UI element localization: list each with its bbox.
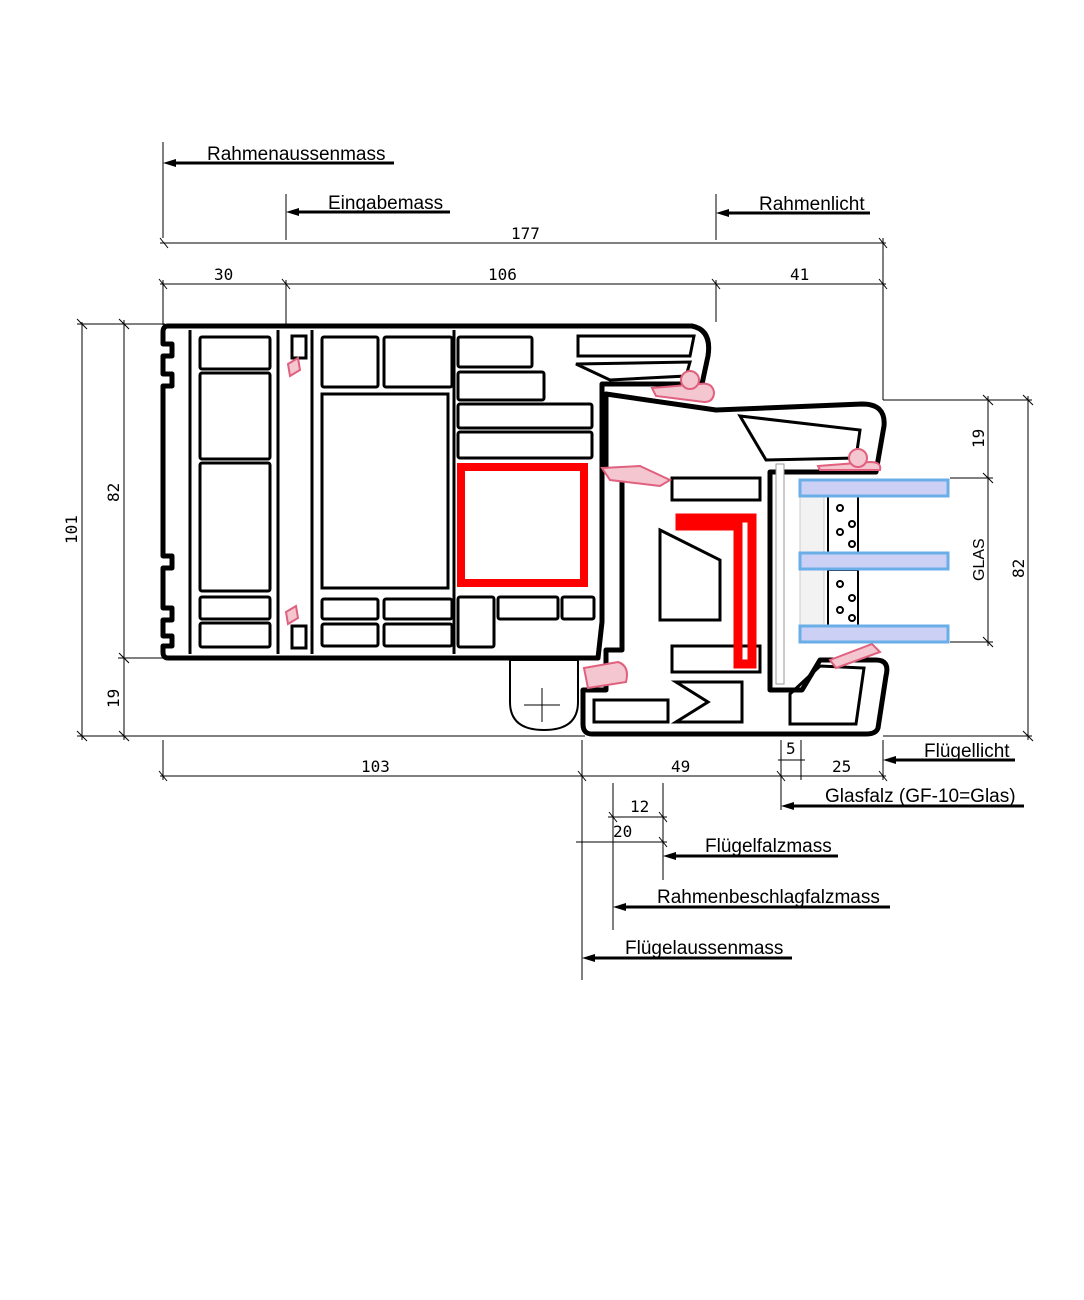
- frame-reinforcement: [457, 463, 588, 587]
- glass-unit: [775, 463, 950, 685]
- dim-177: 177: [511, 224, 540, 243]
- dim-right-verticals: 82 19 GLAS: [883, 394, 1034, 742]
- dim-total-width: 177: [159, 224, 888, 400]
- dim-left-verticals: 101 82 19: [62, 318, 585, 742]
- glass-pane-top: [798, 478, 950, 498]
- glass-pane-bottom: [798, 624, 950, 644]
- dim-82-left: 82: [104, 483, 123, 502]
- dim-49: 49: [671, 757, 690, 776]
- hardware-knob: [509, 659, 579, 732]
- fluegellicht-text: Flügellicht: [924, 741, 1010, 762]
- label-fluegelaussenmass: Flügelaussenmass: [582, 938, 792, 962]
- dim-30: 30: [214, 265, 233, 284]
- fluegelfalzmass-text: Flügelfalzmass: [705, 836, 832, 857]
- glass-pane-middle: [798, 551, 950, 571]
- dim-frame-segments: 30 106 41: [158, 265, 888, 325]
- glas-label: GLAS: [971, 538, 988, 581]
- label-rahmenaussenmass: Rahmenaussenmass: [162, 142, 394, 238]
- dim-41: 41: [790, 265, 809, 284]
- dim-25: 25: [832, 757, 851, 776]
- dim-82-right: 82: [1009, 559, 1028, 578]
- label-rahmenbeschlagfalzmass: Rahmenbeschlagfalzmass: [613, 887, 890, 911]
- dim-103: 103: [361, 757, 390, 776]
- dim-101: 101: [62, 515, 81, 544]
- dim-19-right: 19: [969, 429, 988, 448]
- fluegelaussenmass-text: Flügelaussenmass: [625, 938, 783, 959]
- frame-profile: [160, 323, 712, 661]
- rahmenlicht-text: Rahmenlicht: [759, 194, 865, 215]
- label-eingabemass: Eingabemass: [285, 193, 450, 240]
- dim-106: 106: [488, 265, 517, 284]
- dim-12: 12: [630, 797, 649, 816]
- eingabemass-text: Eingabemass: [328, 193, 443, 214]
- rahmenaussenmass-text: Rahmenaussenmass: [207, 144, 385, 165]
- label-rahmenlicht: Rahmenlicht: [715, 194, 870, 240]
- dim-bottom: 103 49 5 25 12 20: [158, 739, 888, 980]
- label-glasfalz: Glasfalz (GF-10=Glas): [781, 786, 1024, 810]
- dim-19-left: 19: [104, 689, 123, 708]
- seals: [284, 356, 882, 690]
- rahmenbeschlagfalzmass-text: Rahmenbeschlagfalzmass: [657, 887, 880, 908]
- glasfalz-text: Glasfalz (GF-10=Glas): [825, 786, 1016, 807]
- dim-20: 20: [613, 822, 632, 841]
- label-fluegelfalzmass: Flügelfalzmass: [663, 836, 838, 860]
- sash-reinforcement: [675, 513, 757, 669]
- dim-5: 5: [786, 739, 796, 758]
- label-fluegellicht: Flügellicht: [883, 741, 1015, 764]
